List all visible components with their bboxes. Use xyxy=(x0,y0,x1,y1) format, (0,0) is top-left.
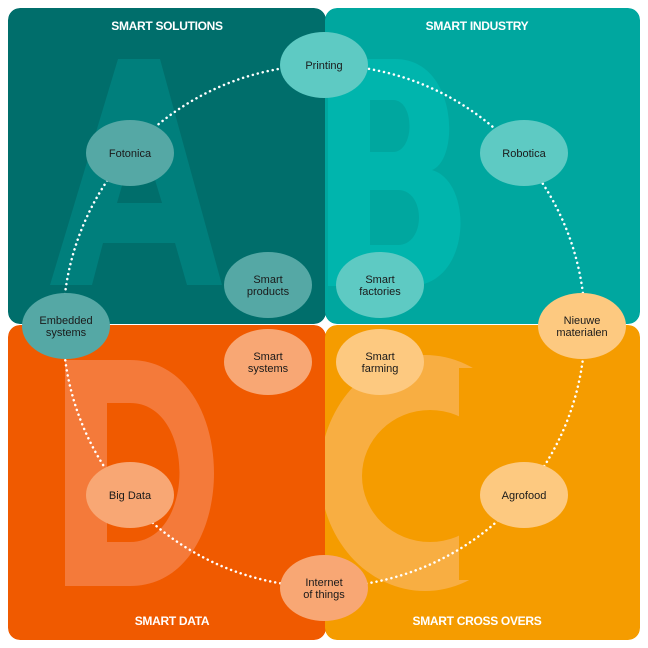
quadrant-title: SMART SOLUTIONS xyxy=(111,19,223,33)
node-label: Embedded xyxy=(39,315,92,327)
node-label: factories xyxy=(359,286,401,298)
node-robotica[interactable]: Robotica xyxy=(480,120,568,186)
node-bubble xyxy=(480,462,568,528)
node-bubble xyxy=(336,329,424,395)
quadrant-title: SMART CROSS OVERS xyxy=(413,614,542,628)
quadrant-title: SMART INDUSTRY xyxy=(426,19,529,33)
node-label: Smart xyxy=(253,351,282,363)
node-big-data[interactable]: Big Data xyxy=(86,462,174,528)
node-bubble xyxy=(336,252,424,318)
node-label: Smart xyxy=(253,274,282,286)
node-label: Printing xyxy=(305,60,342,72)
node-bubble xyxy=(280,32,368,98)
quadrant-smart-cross-overs xyxy=(325,325,640,640)
quadrant-smart-industry xyxy=(325,8,640,324)
node-label: Internet xyxy=(305,577,342,589)
node-label: systems xyxy=(46,327,87,339)
node-printing[interactable]: Printing xyxy=(280,32,368,98)
node-label: Nieuwe xyxy=(564,315,601,327)
node-bubble xyxy=(22,293,110,359)
node-bubble xyxy=(224,252,312,318)
node-label: materialen xyxy=(556,327,607,339)
node-fotonica[interactable]: Fotonica xyxy=(86,120,174,186)
node-label: systems xyxy=(248,363,289,375)
node-bubble xyxy=(86,120,174,186)
node-label: Smart xyxy=(365,351,394,363)
node-agrofood[interactable]: Agrofood xyxy=(480,462,568,528)
node-label: of things xyxy=(303,589,345,601)
node-label: Agrofood xyxy=(502,490,547,502)
node-label: Smart xyxy=(365,274,394,286)
node-label: Big Data xyxy=(109,490,152,502)
node-bubble xyxy=(224,329,312,395)
quadrant-title: SMART DATA xyxy=(135,614,210,628)
node-label: Fotonica xyxy=(109,148,152,160)
node-label: Robotica xyxy=(502,148,546,160)
node-bubble xyxy=(538,293,626,359)
node-label: products xyxy=(247,286,290,298)
node-label: farming xyxy=(362,363,399,375)
quadrant-letter-d-shape xyxy=(65,360,214,586)
quadrant-letter-b-shape xyxy=(328,59,461,286)
node-bubble xyxy=(280,555,368,621)
node-bubble xyxy=(86,462,174,528)
node-bubble xyxy=(480,120,568,186)
quadrant-letter-a-shape xyxy=(50,59,222,285)
